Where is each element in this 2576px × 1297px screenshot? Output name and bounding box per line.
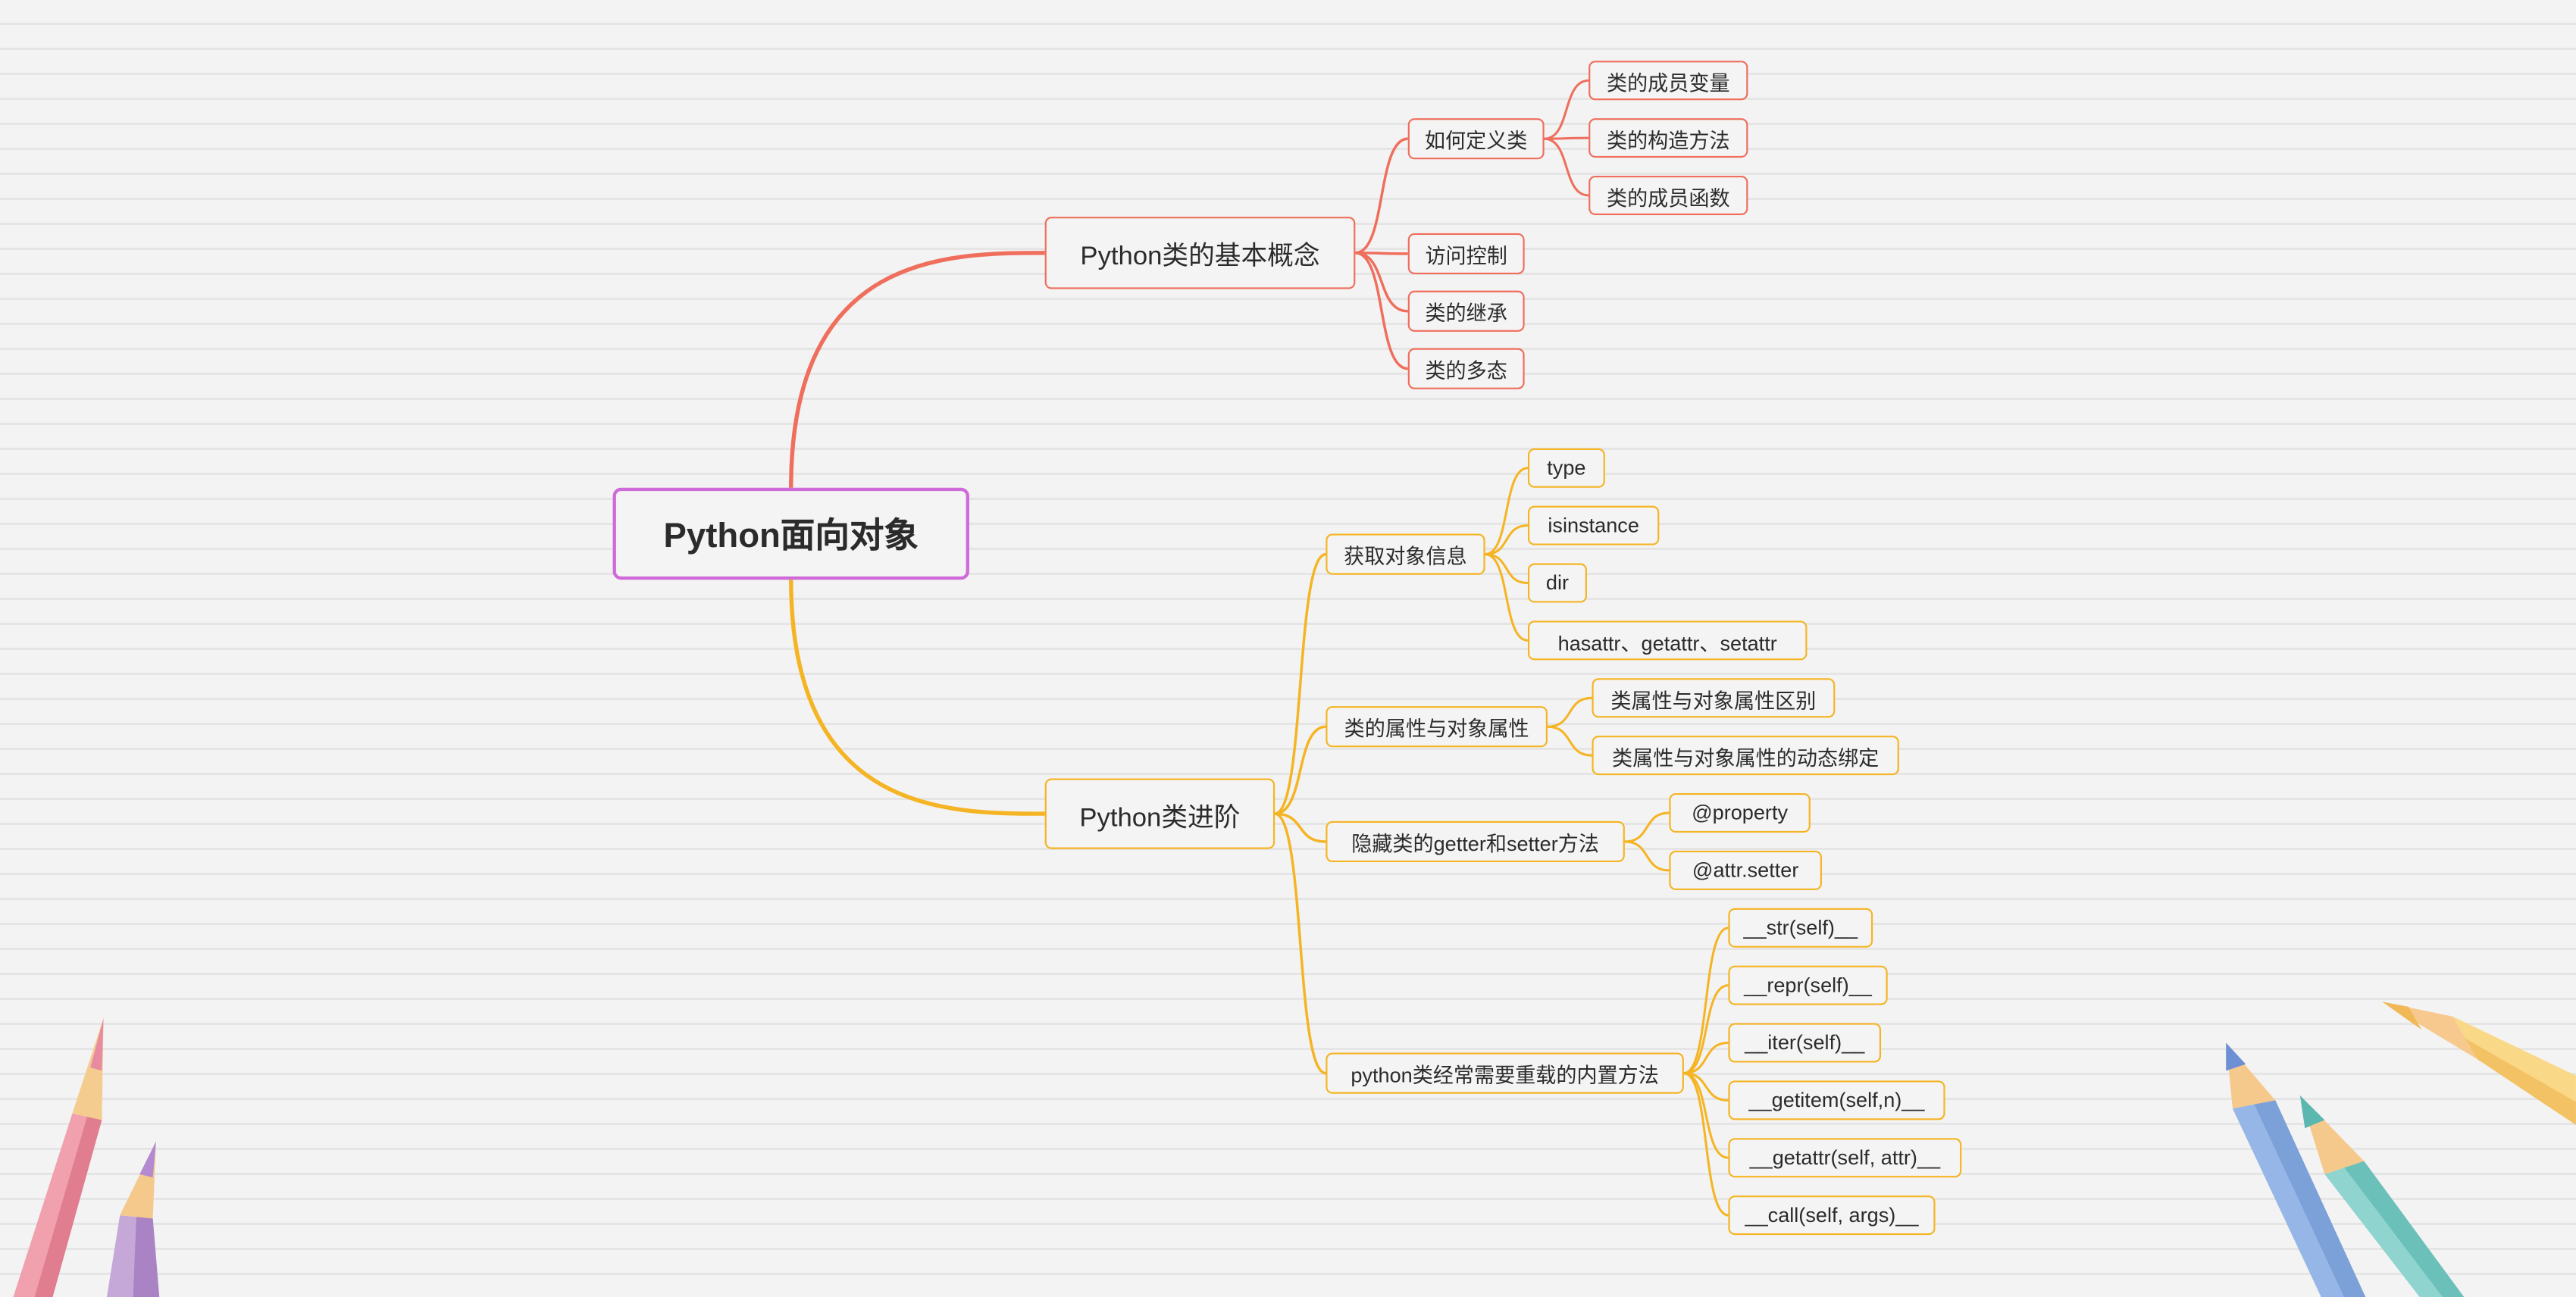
node-builtin-methods[interactable]: python类经常需要重载的内置方法 [1326, 1052, 1684, 1094]
connector-node-get-object-info [1274, 552, 1326, 815]
node-access-control[interactable]: 访问控制 [1407, 233, 1525, 275]
node-member-functions[interactable]: 类的成员函数 [1588, 175, 1748, 215]
node-property[interactable]: @property [1669, 792, 1811, 833]
connector-node-dir [1485, 553, 1529, 585]
connector-node-member-variables [1544, 79, 1589, 140]
node-class-vs-object-attrs[interactable]: 类的属性与对象属性 [1326, 706, 1548, 748]
node-type[interactable]: type [1527, 448, 1605, 488]
connector-node-hasattr [1485, 553, 1529, 642]
connector-branch-node-advanced [789, 580, 1045, 816]
connector-node-str [1683, 927, 1729, 1075]
connector-node-inheritance [1355, 252, 1408, 313]
branch-node-advanced[interactable]: Python类进阶 [1044, 778, 1275, 849]
node-attr-setter[interactable]: @attr.setter [1669, 850, 1822, 890]
node-getattr[interactable]: __getattr(self, attr)__ [1728, 1138, 1962, 1178]
connector-node-isinstance [1485, 524, 1529, 556]
connector-node-iter [1683, 1041, 1729, 1075]
connector-node-getitem [1683, 1072, 1729, 1102]
node-get-object-info[interactable]: 获取对象信息 [1326, 533, 1485, 575]
connector-node-property [1624, 811, 1670, 843]
connector-node-builtin-methods [1274, 812, 1326, 1075]
node-define-class[interactable]: 如何定义类 [1407, 118, 1545, 160]
connector-node-member-functions [1544, 137, 1589, 197]
node-repr[interactable]: __repr(self)__ [1728, 965, 1888, 1005]
node-attr-difference[interactable]: 类属性与对象属性区别 [1592, 678, 1836, 718]
connector-branch-node-basic-concepts [789, 251, 1045, 488]
pink-pencil-icon [13, 1017, 104, 1297]
connector-node-attr-difference [1547, 696, 1592, 728]
connector-node-attr-dynamic-binding [1547, 725, 1592, 757]
connector-node-getattr [1683, 1072, 1729, 1159]
purple-pencil-icon [106, 1141, 160, 1297]
node-constructor[interactable]: 类的构造方法 [1588, 118, 1748, 158]
node-str[interactable]: __str(self)__ [1728, 908, 1873, 948]
blue-pencil-icon [2226, 1042, 2366, 1297]
node-inheritance[interactable]: 类的继承 [1407, 290, 1525, 332]
node-attr-dynamic-binding[interactable]: 类属性与对象属性的动态绑定 [1592, 736, 1899, 776]
node-polymorphism[interactable]: 类的多态 [1407, 348, 1525, 389]
connector-node-repr [1683, 984, 1729, 1075]
node-dir[interactable]: dir [1527, 563, 1587, 603]
connector-node-polymorphism [1355, 252, 1409, 370]
node-hasattr[interactable]: hasattr、getattr、setattr [1527, 620, 1808, 661]
connector-node-define-class [1355, 137, 1408, 255]
node-getitem[interactable]: __getitem(self,n)__ [1728, 1080, 1945, 1120]
yellow-pencil-icon [2382, 1002, 2576, 1125]
connector-node-class-vs-object-attrs [1274, 725, 1326, 815]
connector-node-access-control [1355, 252, 1408, 255]
teal-pencil-icon [2299, 1095, 2465, 1297]
connector-node-type [1485, 467, 1529, 556]
node-iter[interactable]: __iter(self)__ [1728, 1023, 1882, 1063]
connector-node-attr-setter [1624, 840, 1670, 872]
node-member-variables[interactable]: 类的成员变量 [1588, 61, 1748, 101]
connector-node-constructor [1544, 136, 1589, 140]
connector-node-call [1683, 1072, 1729, 1217]
root-node[interactable]: Python面向对象 [612, 487, 969, 580]
node-hidden-getter-setter[interactable]: 隐藏类的getter和setter方法 [1326, 820, 1625, 863]
node-isinstance[interactable]: isinstance [1527, 505, 1660, 545]
branch-node-basic-concepts[interactable]: Python类的基本概念 [1044, 217, 1356, 289]
node-call[interactable]: __call(self, args)__ [1728, 1195, 1936, 1236]
connector-node-hidden-getter-setter [1275, 812, 1326, 843]
